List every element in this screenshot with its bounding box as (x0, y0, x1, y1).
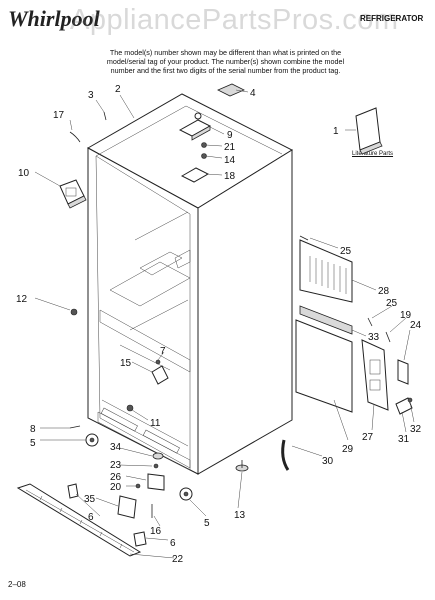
literature-parts-label: Literature Parts (352, 151, 394, 157)
callout-15: 15 (120, 358, 132, 369)
callout-7: 7 (160, 346, 166, 357)
part-7 (155, 359, 161, 365)
brand-logo: Whirlpool (8, 6, 100, 31)
callout-25a: 25 (340, 246, 352, 257)
callout-20: 20 (110, 482, 122, 493)
part-34 (152, 452, 164, 460)
part-33-strip (299, 305, 353, 335)
part-29-panel (295, 319, 353, 413)
part-3-screw (103, 111, 107, 121)
leader-lines (34, 89, 415, 559)
callout-35: 35 (84, 494, 96, 505)
part-25-screw-a (299, 235, 309, 241)
part-27-bracket (361, 339, 389, 411)
part-22-base-grille (16, 483, 142, 557)
part-14-screw (201, 153, 207, 159)
part-32 (407, 397, 413, 403)
callout-31: 31 (398, 434, 410, 445)
intro-note: The model(s) number shown may be differe… (106, 48, 345, 75)
callout-14: 14 (224, 155, 236, 166)
part-6-clip-a (67, 483, 79, 499)
callout-numbers: 2 3 4 9 21 14 18 17 10 12 1 25 28 25 33 … (16, 84, 422, 565)
part-15-bracket (151, 365, 169, 385)
callout-4: 4 (250, 88, 256, 99)
callout-28: 28 (378, 286, 390, 297)
callout-32: 32 (410, 424, 422, 435)
part-12-screw (70, 308, 78, 316)
part-30-hose (281, 439, 290, 471)
callout-12: 12 (16, 294, 28, 305)
part-5-caster-right (179, 487, 193, 501)
callout-17: 17 (53, 110, 65, 121)
callout-6b: 6 (170, 538, 176, 549)
callout-26: 26 (110, 472, 122, 483)
part-4-label (217, 83, 245, 97)
part-23 (153, 463, 159, 469)
callout-27: 27 (362, 432, 374, 443)
part-20-screw (135, 483, 141, 489)
callout-10: 10 (18, 168, 30, 179)
part-13-leveler (235, 460, 249, 472)
callout-30: 30 (322, 456, 334, 467)
callout-33: 33 (368, 332, 380, 343)
callout-23: 23 (110, 460, 122, 471)
category-label: REFRIGERATOR (360, 14, 424, 23)
callout-6a: 6 (88, 512, 94, 523)
part-25-screw-b (367, 317, 373, 327)
callout-5b: 5 (204, 518, 210, 529)
callout-21: 21 (224, 142, 236, 153)
part-9-hinge (178, 112, 212, 141)
part-17-tube (69, 131, 81, 143)
part-35-bracket (117, 495, 137, 519)
callout-9: 9 (227, 130, 233, 141)
callout-3: 3 (88, 90, 94, 101)
callout-2: 2 (115, 84, 121, 95)
callout-29: 29 (342, 444, 354, 455)
part-26-roller (147, 473, 165, 491)
part-28-grill (299, 239, 353, 303)
callout-19: 19 (400, 310, 412, 321)
part-5-caster-left (85, 433, 99, 447)
callout-13: 13 (234, 510, 246, 521)
cabinet (86, 93, 294, 475)
callout-11: 11 (150, 418, 161, 429)
part-11 (126, 404, 134, 412)
part-19-screw (385, 331, 391, 343)
callout-22: 22 (172, 554, 184, 565)
part-1-literature (355, 107, 383, 155)
callout-18: 18 (224, 171, 236, 182)
watermark: AppliancePartsPros.com (70, 4, 399, 36)
callout-8: 8 (30, 424, 36, 435)
part-10-control (59, 179, 87, 209)
callout-25b: 25 (386, 298, 398, 309)
callout-16: 16 (150, 526, 162, 537)
footer-code: 2–08 (8, 580, 26, 589)
callout-1: 1 (333, 126, 339, 137)
part-21-screw (201, 142, 207, 148)
part-31-clip (395, 397, 413, 415)
part-6-clip-b (133, 531, 147, 547)
callout-24: 24 (410, 320, 422, 331)
callout-34: 34 (110, 442, 122, 453)
part-24 (397, 359, 409, 385)
part-8-screw (69, 425, 81, 429)
callout-5a: 5 (30, 438, 36, 449)
